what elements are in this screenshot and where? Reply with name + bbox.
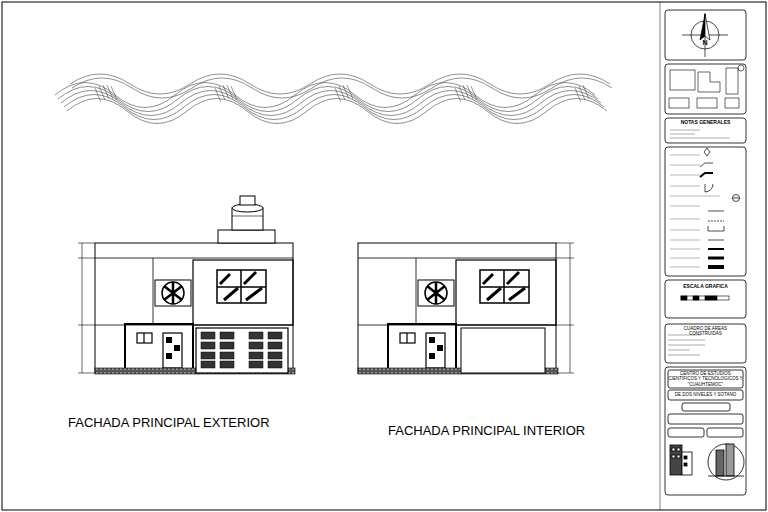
title-block-cell: CUADRO DE AREAS CONSTRUIDAS <box>667 325 744 337</box>
drawing-title: FACHADA PRINCIPAL EXTERIOR <box>68 415 270 430</box>
cell-text: CENTRO DE ESTUDIOS CIENTIFICOS Y TECNOLO… <box>668 371 743 387</box>
cell-text: CUADRO DE AREAS CONSTRUIDAS <box>667 326 744 336</box>
title-block-cell: CENTRO DE ESTUDIOS CIENTIFICOS Y TECNOLO… <box>668 370 743 388</box>
title-block-cell: ESCALA GRAFICA <box>667 282 744 291</box>
cell-text: N <box>702 39 707 47</box>
title-block-cell: NOTAS GENERALES <box>667 119 744 127</box>
cell-text: ESCALA GRAFICA <box>683 284 728 290</box>
title-block-cell: N <box>698 38 712 48</box>
drawing-title: FACHADA PRINCIPAL INTERIOR <box>388 423 585 438</box>
title-block-cell: DE DOS NIVELES Y SOTANO <box>668 390 743 400</box>
cell-text: DE DOS NIVELES Y SOTANO <box>675 392 737 397</box>
cell-text: NOTAS GENERALES <box>681 120 731 126</box>
